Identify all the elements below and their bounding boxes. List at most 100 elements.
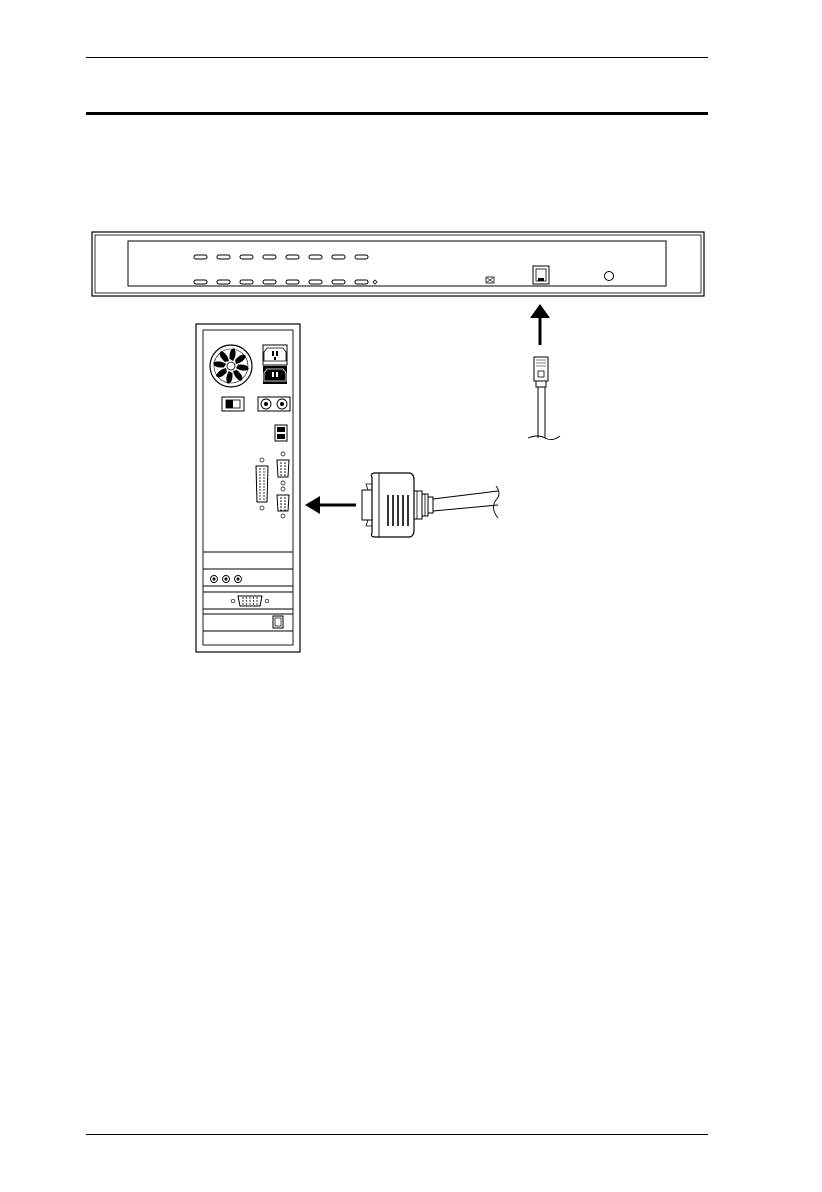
pin [259, 474, 260, 475]
led-slot [240, 280, 253, 284]
pin [253, 603, 254, 604]
power-switch-icon [222, 397, 244, 411]
led-slot [263, 255, 276, 259]
switch-rear-panel [92, 232, 704, 296]
pin [263, 483, 264, 484]
pin [280, 471, 282, 473]
led-slot [194, 255, 207, 259]
fan-blade [235, 355, 246, 364]
fan-blade [233, 370, 242, 381]
pin [263, 489, 264, 490]
pin [253, 600, 254, 601]
pin [280, 474, 282, 476]
rj45-cable [528, 304, 560, 440]
pin [284, 474, 286, 476]
pin [280, 497, 282, 499]
db9-cable [305, 473, 499, 537]
led-slot [286, 255, 299, 259]
pin [263, 486, 264, 487]
led-slot [240, 255, 253, 259]
led-slot [332, 255, 345, 259]
pin [256, 600, 257, 601]
pin [249, 600, 250, 601]
pin [242, 600, 243, 601]
pin [263, 471, 264, 472]
pin [249, 597, 250, 598]
led-slot [355, 255, 368, 259]
pin [263, 468, 264, 469]
parallel-port-icon [256, 458, 268, 510]
up-arrow-head [530, 304, 550, 318]
pin [284, 462, 286, 464]
pin [246, 597, 247, 598]
computer-rear [196, 324, 300, 652]
pin [246, 603, 247, 604]
led-slot [194, 280, 207, 284]
pin [284, 506, 286, 508]
port-led-row-top [194, 255, 368, 259]
pin [259, 483, 260, 484]
led-slot [217, 280, 230, 284]
phone-jack-icon [273, 616, 283, 628]
pin [280, 500, 282, 502]
pin [263, 495, 264, 496]
pin [259, 480, 260, 481]
pin [280, 509, 282, 511]
pin [256, 603, 257, 604]
pin [263, 474, 264, 475]
rj45-port-icon [533, 266, 549, 284]
pin [263, 492, 264, 493]
round-button-icon [605, 272, 614, 281]
pin [242, 603, 243, 604]
pin [259, 498, 260, 499]
pin [284, 497, 286, 499]
small-connector-icon [486, 277, 494, 283]
pin [263, 477, 264, 478]
led-slot [332, 280, 345, 284]
vga-port-icon [231, 596, 269, 606]
led-slot [309, 255, 322, 259]
audio-jacks-icon [211, 576, 242, 583]
pin [280, 506, 282, 508]
pin [259, 477, 260, 478]
pin [263, 480, 264, 481]
port-led-row-bottom [194, 280, 368, 284]
pin [246, 600, 247, 601]
fan-blade [216, 368, 227, 377]
pin [280, 503, 282, 505]
expansion-slots [203, 552, 293, 631]
rj45-plug-icon [534, 357, 548, 387]
pin [263, 498, 264, 499]
led-slot [263, 280, 276, 284]
pin [284, 465, 286, 467]
fan-icon [210, 345, 252, 387]
switch-inner-frame [95, 235, 701, 293]
serial-port-icon-2 [277, 487, 289, 518]
led-slot [309, 280, 322, 284]
ps2-ports-icon [258, 397, 290, 411]
left-arrow-head [305, 496, 320, 514]
led-slot [286, 280, 299, 284]
pin [259, 486, 260, 487]
pin [284, 509, 286, 511]
pin [259, 468, 260, 469]
pin [280, 462, 282, 464]
pin [284, 503, 286, 505]
led-slot [355, 280, 368, 284]
pin [249, 603, 250, 604]
pin [256, 597, 257, 598]
pin [259, 471, 260, 472]
usb-ports-icon [275, 425, 287, 441]
pin [259, 489, 260, 490]
serial-port-icon-1 [277, 452, 289, 485]
pin [284, 500, 286, 502]
pin [259, 492, 260, 493]
pin [242, 597, 243, 598]
pin [280, 468, 282, 470]
pin [284, 468, 286, 470]
led-slot [217, 255, 230, 259]
fan-blade [220, 351, 229, 362]
pin [259, 495, 260, 496]
serial-connector-icon [362, 473, 433, 537]
